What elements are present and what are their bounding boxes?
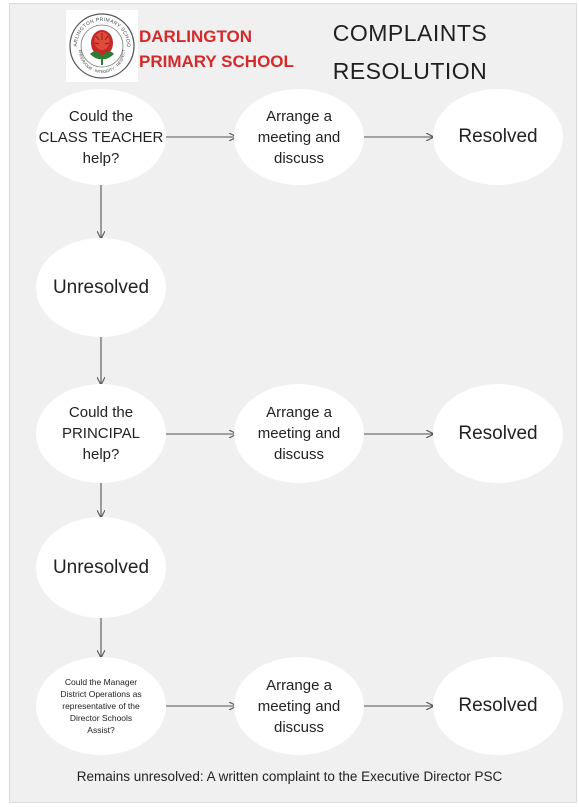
question-line: Could the <box>68 404 134 421</box>
page-title: COMPLAINTS RESOLUTION <box>320 14 500 90</box>
outcome-resolved-1: Resolved <box>433 89 563 185</box>
unresolved-label: Unresolved <box>52 556 150 578</box>
question-manager-district-operations: Could the Manager District Operations as… <box>36 657 166 755</box>
unresolved-1: Unresolved <box>36 238 166 337</box>
action-meeting-1: Arrange a meeting and discuss <box>234 89 364 185</box>
outcome-resolved-3: Resolved <box>433 657 563 755</box>
school-name: DARLINGTON PRIMARY SCHOOL <box>139 24 294 74</box>
school-name-line1: DARLINGTON <box>139 27 253 46</box>
question-line: Assist? <box>87 725 115 735</box>
question-line: help? <box>82 149 120 167</box>
action-line: meeting and <box>257 425 341 442</box>
action-line: discuss <box>273 149 325 167</box>
question-line: CLASS TEACHER <box>38 128 164 146</box>
action-line: meeting and <box>257 697 341 715</box>
question-line: District Operations as <box>60 689 142 699</box>
question-line: Could the <box>68 107 134 125</box>
action-line: Arrange a <box>266 404 332 421</box>
action-line: Arrange a <box>266 676 332 694</box>
title-line1: COMPLAINTS <box>332 20 488 46</box>
action-line: discuss <box>273 446 325 463</box>
title-line2: RESOLUTION <box>332 58 488 84</box>
action-meeting-3: Arrange a meeting and discuss <box>234 657 364 755</box>
outcome-label: Resolved <box>458 422 538 444</box>
school-name-line2: PRIMARY SCHOOL <box>139 52 294 71</box>
outcome-label: Resolved <box>458 126 538 147</box>
school-crest-icon: DARLINGTON PRIMARY SCHOOL ENDEAVOUR · IN… <box>66 10 138 82</box>
unresolved-2: Unresolved <box>36 517 166 618</box>
outcome-resolved-2: Resolved <box>433 384 563 483</box>
action-line: meeting and <box>257 128 341 146</box>
action-meeting-2: Arrange a meeting and discuss <box>234 384 364 483</box>
action-line: discuss <box>273 718 325 736</box>
question-line: help? <box>82 446 120 463</box>
unresolved-label: Unresolved <box>52 276 150 298</box>
outcome-label: Resolved <box>458 695 538 716</box>
footer-note: Remains unresolved: A written complaint … <box>76 769 503 784</box>
action-line: Arrange a <box>266 107 332 125</box>
question-principal: Could the PRINCIPAL help? <box>36 384 166 483</box>
question-line: representative of the <box>62 701 140 711</box>
question-line: Director Schools <box>69 713 133 723</box>
question-line: Could the Manager <box>64 677 138 687</box>
question-line: PRINCIPAL <box>61 425 141 442</box>
question-class-teacher: Could the CLASS TEACHER help? <box>36 89 166 185</box>
